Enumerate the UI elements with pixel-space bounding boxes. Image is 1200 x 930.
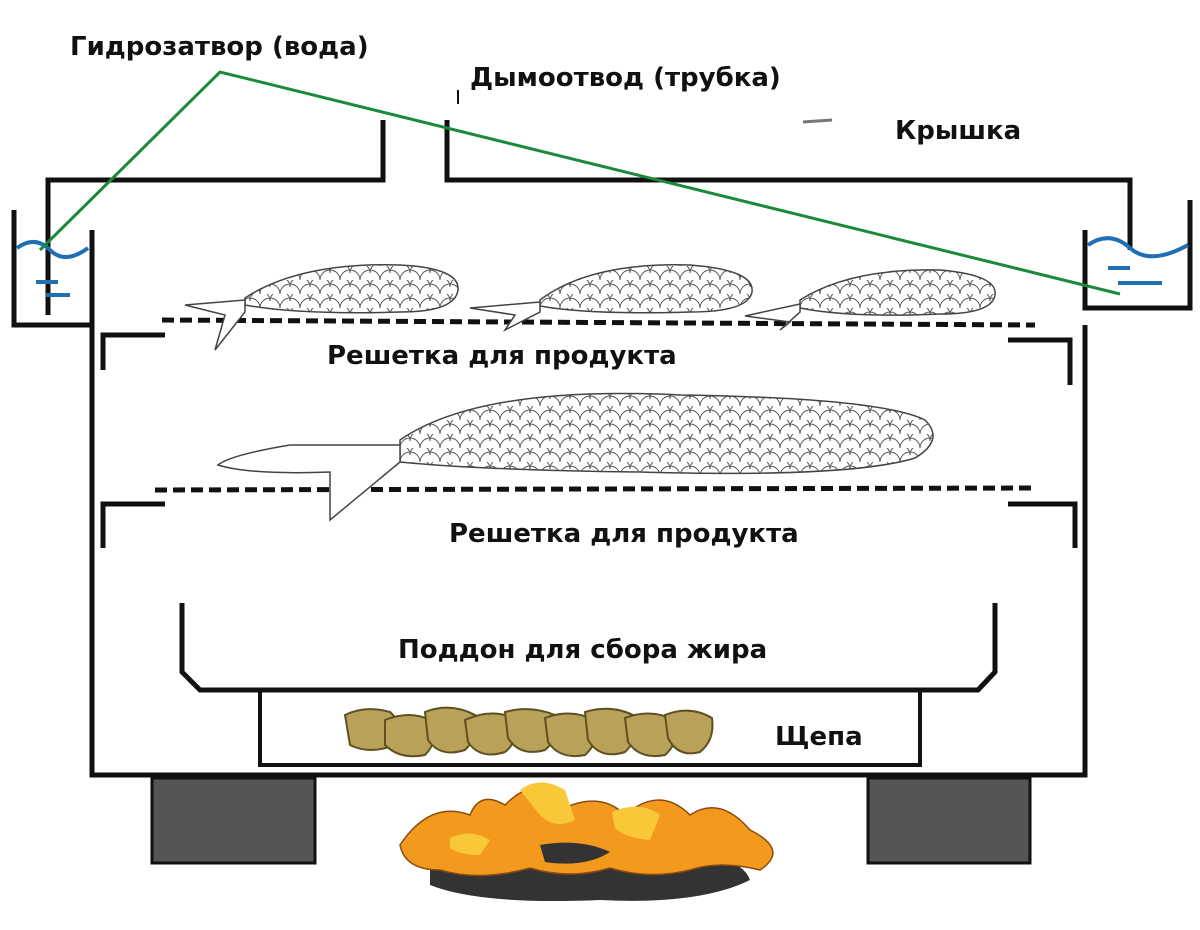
label-grease-tray: Поддон для сбора жира bbox=[398, 635, 768, 665]
rack-top bbox=[100, 317, 1073, 385]
lid-right bbox=[444, 120, 1133, 250]
label-rack-top: Решетка для продукта bbox=[327, 341, 677, 371]
leg-right bbox=[866, 776, 1032, 865]
water-left-dash bbox=[36, 280, 70, 297]
lid-mark bbox=[802, 118, 833, 124]
water-right bbox=[1086, 236, 1189, 259]
water-seal bbox=[11, 200, 1193, 328]
smoker-body bbox=[89, 325, 1088, 778]
water-right-dash bbox=[1108, 266, 1162, 285]
chip-box bbox=[258, 692, 922, 767]
fish-icon bbox=[184, 264, 459, 351]
rack-bottom bbox=[100, 485, 1078, 548]
water-seal-right-trough bbox=[1082, 200, 1193, 311]
rack-bottom-grate bbox=[154, 485, 1033, 493]
fire-icon bbox=[399, 782, 774, 901]
rack-bottom-bracket-right bbox=[1008, 501, 1078, 548]
label-rack-bottom: Решетка для продукта bbox=[449, 519, 799, 549]
label-water-seal: Гидрозатвор (вода) bbox=[70, 32, 369, 62]
body-walls bbox=[89, 325, 1088, 778]
fish-icon bbox=[744, 269, 996, 331]
label-wood-chips: Щепа bbox=[775, 722, 863, 752]
label-lid: Крышка bbox=[895, 116, 1022, 146]
grease-tray bbox=[179, 603, 998, 693]
pointer-line-water-seal bbox=[38, 70, 1121, 296]
rack-bottom-bracket-left bbox=[100, 501, 165, 548]
leg-left bbox=[150, 776, 317, 865]
water-left bbox=[15, 240, 90, 259]
rack-top-grate bbox=[161, 317, 1036, 328]
fish-icon bbox=[469, 264, 753, 332]
wood-chips-icon bbox=[343, 706, 714, 758]
water-seal-left-trough bbox=[11, 210, 95, 328]
fish-icon bbox=[216, 392, 934, 522]
rack-top-bracket-left bbox=[100, 332, 165, 370]
label-chimney: Дымоотвод (трубка) bbox=[470, 63, 781, 93]
rack-top-bracket-right bbox=[1008, 337, 1073, 385]
